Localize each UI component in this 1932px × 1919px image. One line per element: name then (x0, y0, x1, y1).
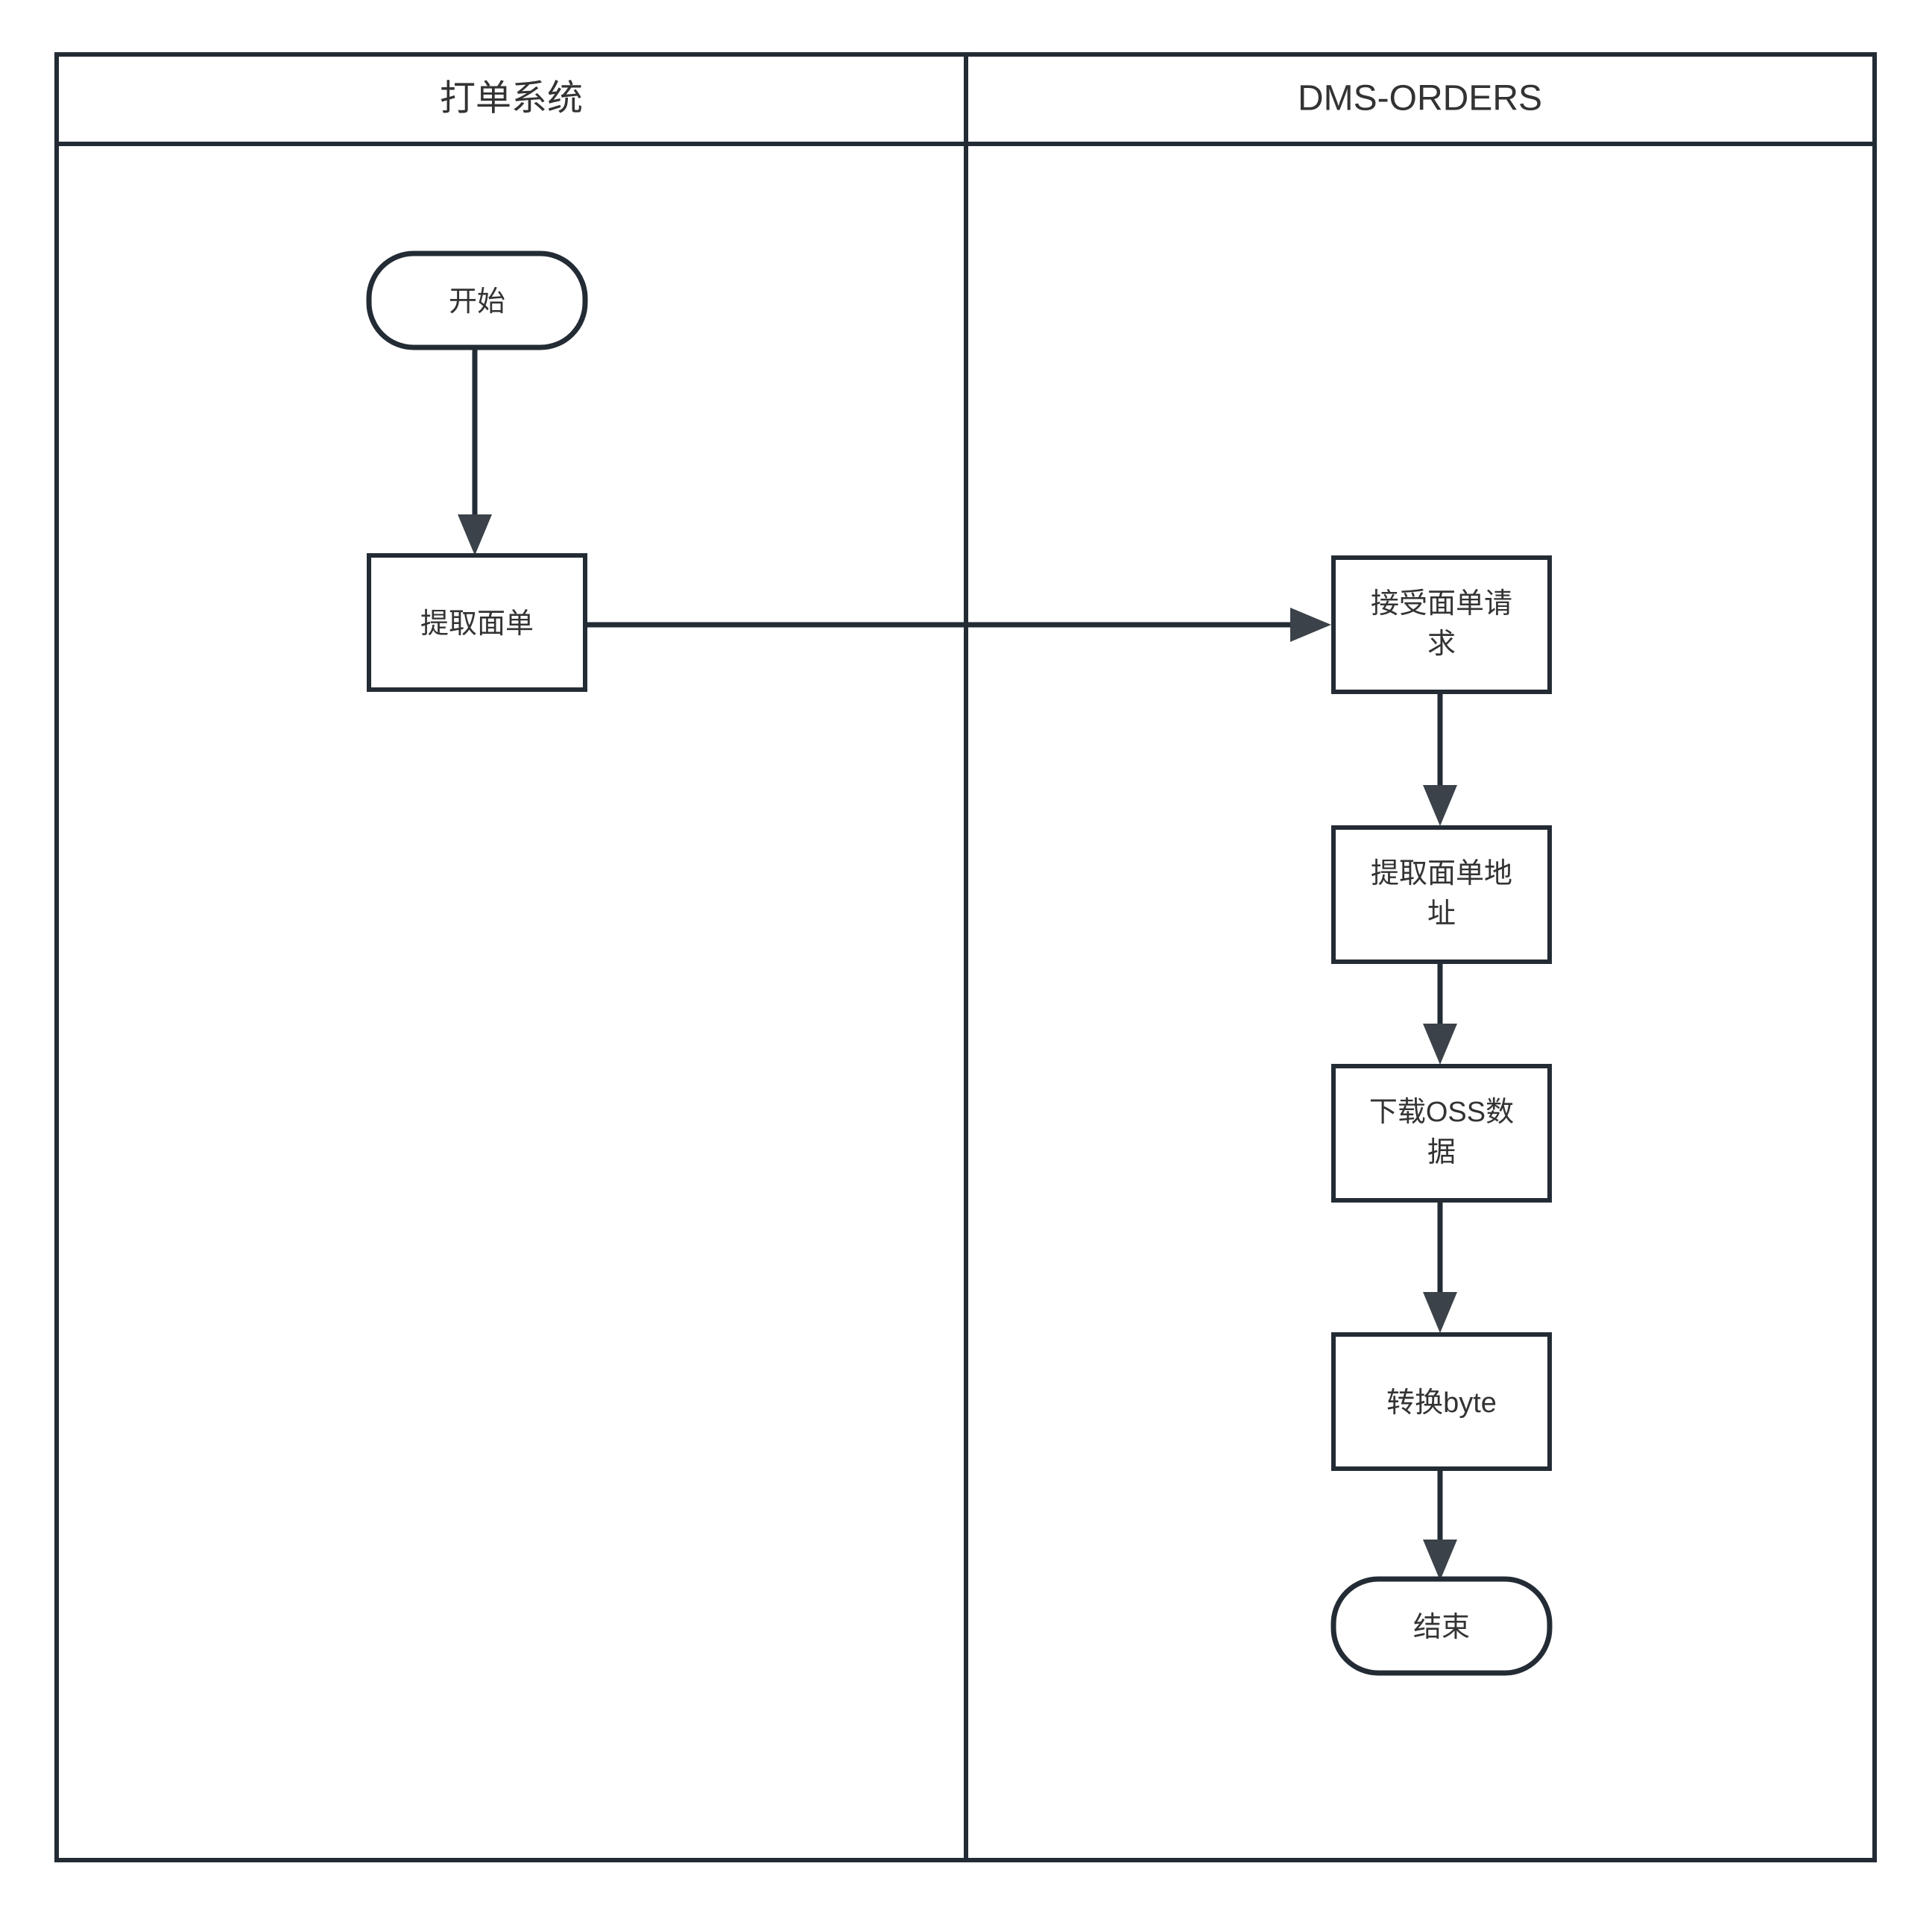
edge-download-oss-to-convert-byte (1423, 1200, 1457, 1333)
edge-5-arrowhead (1423, 1292, 1457, 1333)
edge-4-arrowhead (1423, 1024, 1457, 1065)
node-download-oss[interactable]: 下载OSS数 据 (1331, 1064, 1552, 1203)
edge-receive-request-to-extract-address (1423, 690, 1457, 826)
node-extract-waybill[interactable]: 提取面单 (367, 553, 587, 692)
node-extract-address-shape (1331, 825, 1552, 964)
edge-2-arrowhead (1290, 608, 1331, 642)
lane-right-title: DMS-ORDERS (1298, 79, 1542, 119)
node-receive-request-label-line1: 接受面单请 (1371, 588, 1512, 620)
edge-start-to-extract-waybill (458, 347, 492, 555)
node-extract-waybill-shape (367, 553, 587, 692)
node-receive-request-shape (1331, 555, 1552, 694)
edge-extract-address-to-download-oss (1423, 962, 1457, 1065)
lane-right[interactable]: DMS-ORDERS (964, 52, 1877, 1862)
node-end[interactable]: 结束 (1330, 1576, 1553, 1676)
edge-6-arrowhead (1423, 1540, 1457, 1581)
lane-left-title: 打单系统 (440, 79, 583, 119)
node-extract-address-label-line1: 提取面单地 (1371, 858, 1512, 889)
node-extract-waybill-label: 提取面单 (420, 608, 534, 640)
edge-3-arrowhead (1423, 785, 1457, 826)
node-extract-address-label-line2: 址 (1427, 898, 1456, 930)
node-start[interactable]: 开始 (366, 250, 588, 350)
node-convert-byte-shape (1331, 1332, 1552, 1471)
node-download-oss-label-line1: 下载OSS数 (1369, 1097, 1514, 1128)
node-end-label: 结束 (1413, 1612, 1470, 1643)
node-extract-address[interactable]: 提取面单地 址 (1331, 825, 1552, 964)
node-convert-byte[interactable]: 转换byte (1331, 1332, 1552, 1471)
lane-left-header-box (54, 52, 968, 146)
lane-left[interactable]: 打单系统 (54, 52, 968, 1862)
lane-right-header-box (964, 52, 1877, 146)
lane-left-body (54, 142, 968, 1862)
node-receive-request[interactable]: 接受面单请 求 (1331, 555, 1552, 694)
node-download-oss-shape (1331, 1064, 1552, 1203)
lane-right-body (964, 142, 1877, 1862)
edge-extract-waybill-to-receive-request (583, 608, 1331, 642)
node-end-shape (1330, 1576, 1553, 1676)
node-start-shape (366, 250, 588, 350)
node-download-oss-label-line2: 据 (1427, 1137, 1456, 1168)
node-start-label: 开始 (449, 286, 505, 318)
node-convert-byte-label: 转换byte (1386, 1387, 1497, 1419)
node-receive-request-label-line2: 求 (1427, 628, 1456, 660)
edge-1-arrowhead (458, 514, 492, 555)
